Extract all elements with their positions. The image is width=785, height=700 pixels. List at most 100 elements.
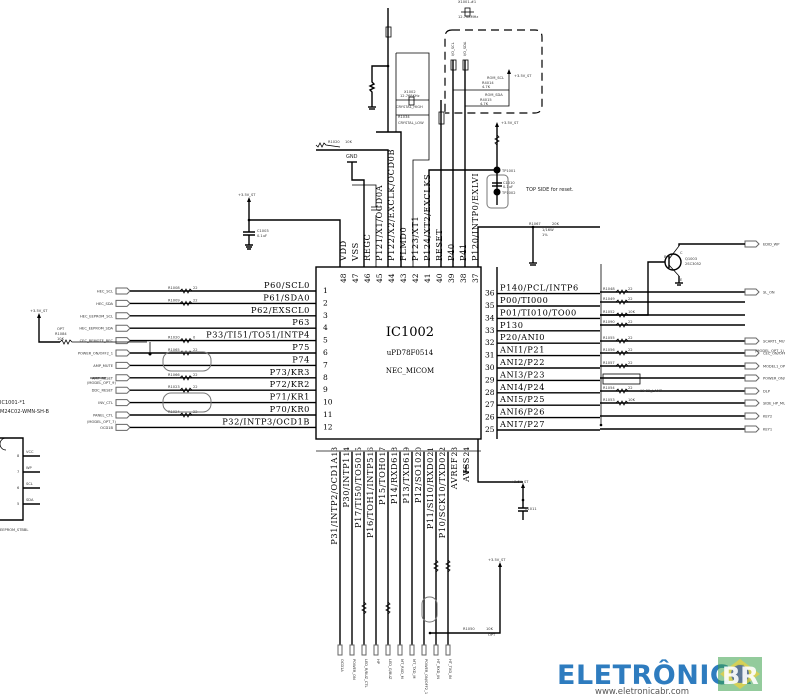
resistor-icon [615,400,629,406]
net-label: CEC_REMOTE_REC [80,339,114,343]
connector-icon[interactable] [373,644,379,656]
pin-number: 28 [485,388,495,397]
connector-icon[interactable] [385,644,391,656]
cec_on/off-connector-icon[interactable] [744,349,760,357]
key2-connector-icon[interactable] [744,412,760,420]
connector-icon[interactable] [421,644,427,656]
r-opt-note: OPT [488,633,496,637]
ddc_reset-connector-icon[interactable] [115,386,131,394]
testpoint-tp1002 [493,188,501,196]
resistor-ref: R1055 [603,336,615,340]
ocd1b-connector-icon[interactable] [115,423,131,431]
jumper-loop-1 [162,351,212,372]
watermark-suffix: BR [722,662,759,690]
connector-icon[interactable] [349,644,355,656]
rom-scl-label: ROM_SCL [487,76,504,80]
pin-label: P14/RXD6 [389,457,399,504]
hec_sda-connector-icon[interactable] [115,299,131,307]
resistor-icon [615,289,629,295]
net-label: DDC_RESET [92,389,114,393]
eeprom-pin-number: 8 [17,454,20,458]
ic1002: IC1002 uPD78F0514 NEC_MICOM [315,266,482,440]
connector-icon[interactable] [397,644,403,656]
jumper-loop-bottom [421,596,438,623]
pin-number: 26 [485,413,495,422]
pin-number: 27 [485,400,495,409]
connector-icon[interactable] [445,644,451,656]
dlp-connector-icon[interactable] [744,387,760,395]
transistor-ref: Q1003 [685,257,697,261]
c1003-val: 0.1uF [257,234,267,238]
connector-icon[interactable] [361,644,367,656]
pin-number: 48 [339,273,348,283]
panel_ctl-connector-icon[interactable] [115,411,131,419]
pin-number: 1 [323,286,328,295]
reset-note: TOP SIDE for reset. [525,187,574,193]
resistor-icon [615,299,629,305]
gnd-label: GND [346,154,358,160]
pin-number: 32 [485,338,495,347]
pin-number: 8 [323,373,328,382]
amp_mute-connector-icon[interactable] [115,361,131,369]
side_hp_mute-connector-icon[interactable] [744,399,760,407]
ic-part: uPD78F0514 [387,349,434,357]
net-label: DLP [763,390,771,394]
pin-number: 45 [375,273,384,283]
pin-number: 43 [399,273,408,283]
cec_remote_rec-connector-icon[interactable] [115,337,131,345]
power_on/off1-connector-icon[interactable] [744,374,760,382]
resistor-ref: R1090 [603,320,615,324]
edid_wp-connector-icon[interactable] [744,240,760,248]
watermark-globe [731,665,749,683]
pin-number: 5 [323,336,328,345]
inv_ctl-connector-icon[interactable] [115,399,131,407]
pin-number: 39 [447,273,456,283]
scart1_mute-connector-icon[interactable] [744,337,760,345]
ic-name: NEC_MICOM [386,367,434,375]
hec_eeprom_scl-connector-icon[interactable] [115,312,131,320]
hec_scl-connector-icon[interactable] [115,287,131,295]
resistor-value: 10K [628,310,636,314]
hec_eeprom_sda-connector-icon[interactable] [115,324,131,332]
net-label: SCART1_MUTE [763,340,785,344]
amp_reset-connector-icon[interactable] [115,374,131,382]
power_on/off2_1-connector-icon[interactable] [115,349,131,357]
pin-number: 12 [323,422,333,431]
pin-label: ANI7/P27 [499,419,545,429]
connector-icon[interactable] [337,644,343,656]
resistor-ref: R1056 [603,348,615,352]
x1002-freq: 12.768KHz [400,94,420,98]
sl_on-connector-icon[interactable] [744,288,760,296]
pin-label: P13/TXD6 [401,457,411,504]
pin-label: P62/EXSCL0 [251,305,310,315]
resistor-value: 22 [193,286,198,290]
connector-icon[interactable] [433,644,439,656]
resistor-value: 22 [628,320,633,324]
model1_opt_2-connector-icon[interactable] [744,362,760,370]
r-pull-ref: R1067 [529,222,541,226]
eeprom-pin-number: 5 [17,502,19,506]
pin-number: 47 [351,273,360,283]
pin-number: 2 [323,298,328,307]
connector-icon[interactable] [409,644,415,656]
key1-connector-icon[interactable] [744,425,760,433]
pin-number: 37 [471,273,480,283]
pullup-opt: OPT [57,327,65,331]
resistor-icon [433,559,439,573]
resistor-icon [615,312,629,318]
r-pullup-val: 10K [345,140,353,144]
resistor-ref: R1066 [168,373,180,377]
